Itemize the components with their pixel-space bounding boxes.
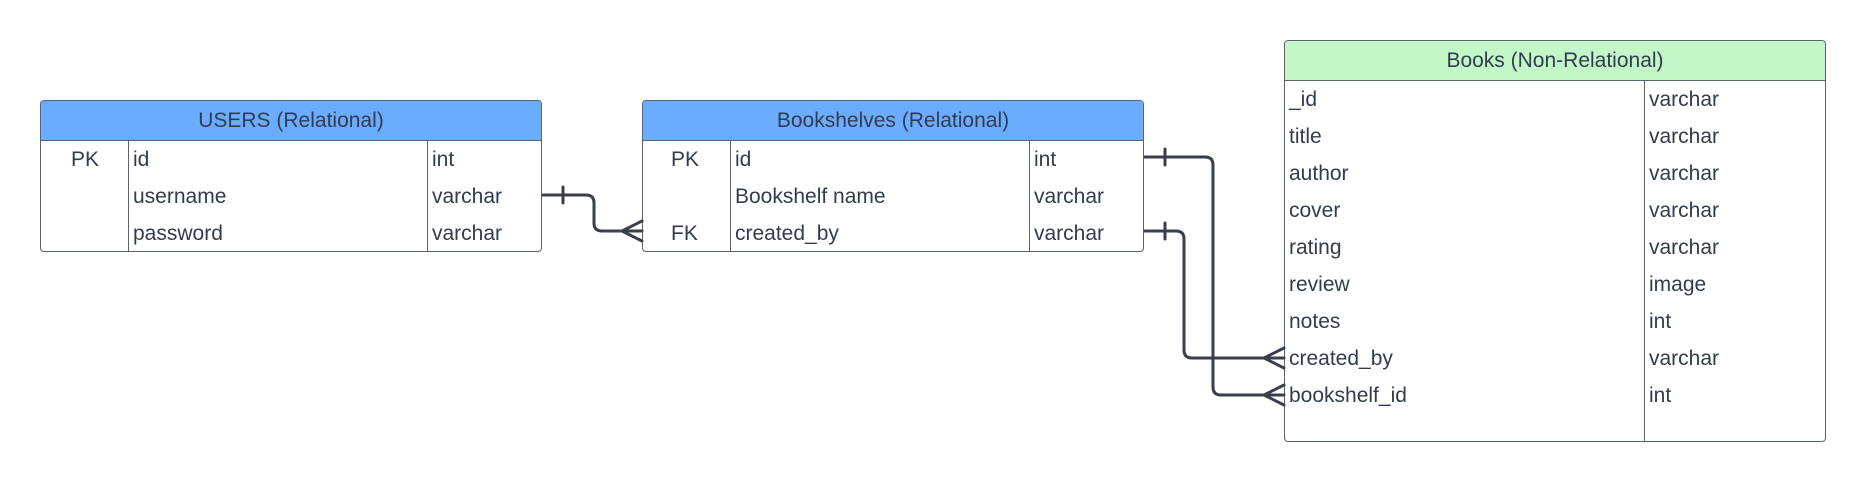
table-row[interactable]: title varchar [1285, 118, 1825, 155]
type-column-divider [427, 141, 428, 251]
field-name-cell: password [133, 222, 223, 245]
field-type-cell: varchar [1034, 185, 1105, 208]
field-type-cell: varchar [1649, 125, 1720, 148]
books-entity-title: Books (Non-Relational) [1285, 41, 1825, 81]
type-column-divider [1029, 141, 1030, 251]
bookshelves-books-created-by-relationship[interactable] [1143, 221, 1286, 370]
field-name-cell: id [735, 148, 752, 171]
many-marker [1262, 346, 1286, 370]
field-name-cell: id [133, 148, 150, 171]
table-row[interactable]: PK id int [643, 141, 1143, 178]
field-name-cell: bookshelf_id [1289, 384, 1407, 407]
key-column-divider [730, 141, 731, 251]
table-row[interactable]: password varchar [41, 215, 541, 251]
table-row[interactable]: review image [1285, 266, 1825, 303]
field-type-cell: varchar [1649, 199, 1720, 222]
books-entity[interactable]: Books (Non-Relational) _id varchar title… [1284, 40, 1826, 442]
field-type-cell: varchar [1649, 347, 1720, 370]
field-type-cell: varchar [1649, 88, 1720, 111]
field-type-cell: int [1649, 384, 1672, 407]
field-name-cell: created_by [735, 222, 839, 245]
field-name-cell: cover [1289, 199, 1341, 222]
field-name-cell: rating [1289, 236, 1342, 259]
field-type-cell: varchar [432, 222, 503, 245]
field-name-cell: title [1289, 125, 1322, 148]
field-type-cell: int [1649, 310, 1672, 333]
field-name-cell: notes [1289, 310, 1341, 333]
key-cell: PK [71, 148, 100, 171]
key-cell: PK [671, 148, 700, 171]
field-name-cell: review [1289, 273, 1350, 296]
table-row[interactable]: PK id int [41, 141, 541, 178]
field-name-cell: username [133, 185, 227, 208]
bookshelves-entity[interactable]: Bookshelves (Relational) PK id int Books… [642, 100, 1144, 252]
table-row[interactable]: rating varchar [1285, 229, 1825, 266]
table-row[interactable]: FK created_by varchar [643, 215, 1143, 251]
users-entity[interactable]: USERS (Relational) PK id int username va… [40, 100, 542, 252]
table-row[interactable]: created_by varchar [1285, 340, 1825, 377]
field-name-cell: Bookshelf name [735, 185, 886, 208]
table-row[interactable]: cover varchar [1285, 192, 1825, 229]
field-type-cell: varchar [1649, 236, 1720, 259]
bookshelves-entity-title: Bookshelves (Relational) [643, 101, 1143, 141]
key-column-divider [128, 141, 129, 251]
field-name-cell: author [1289, 162, 1349, 185]
table-row[interactable]: author varchar [1285, 155, 1825, 192]
many-marker [1262, 383, 1286, 407]
bookshelves-books-bookshelf-relationship[interactable] [1143, 147, 1286, 407]
field-name-cell: _id [1289, 88, 1318, 111]
table-row[interactable]: notes int [1285, 303, 1825, 340]
table-row[interactable]: bookshelf_id int [1285, 377, 1825, 414]
field-type-cell: varchar [1649, 162, 1720, 185]
field-type-cell: image [1649, 273, 1707, 296]
many-marker [620, 219, 644, 243]
field-type-cell: int [432, 148, 455, 171]
users-bookshelves-relationship[interactable] [541, 185, 644, 243]
type-column-divider [1644, 81, 1645, 441]
key-cell: FK [671, 222, 698, 245]
table-row[interactable]: Bookshelf name varchar [643, 178, 1143, 215]
field-type-cell: varchar [432, 185, 503, 208]
table-row[interactable]: username varchar [41, 178, 541, 215]
field-name-cell: created_by [1289, 347, 1393, 370]
users-entity-title: USERS (Relational) [41, 101, 541, 141]
field-type-cell: varchar [1034, 222, 1105, 245]
field-type-cell: int [1034, 148, 1057, 171]
table-row[interactable]: _id varchar [1285, 81, 1825, 118]
